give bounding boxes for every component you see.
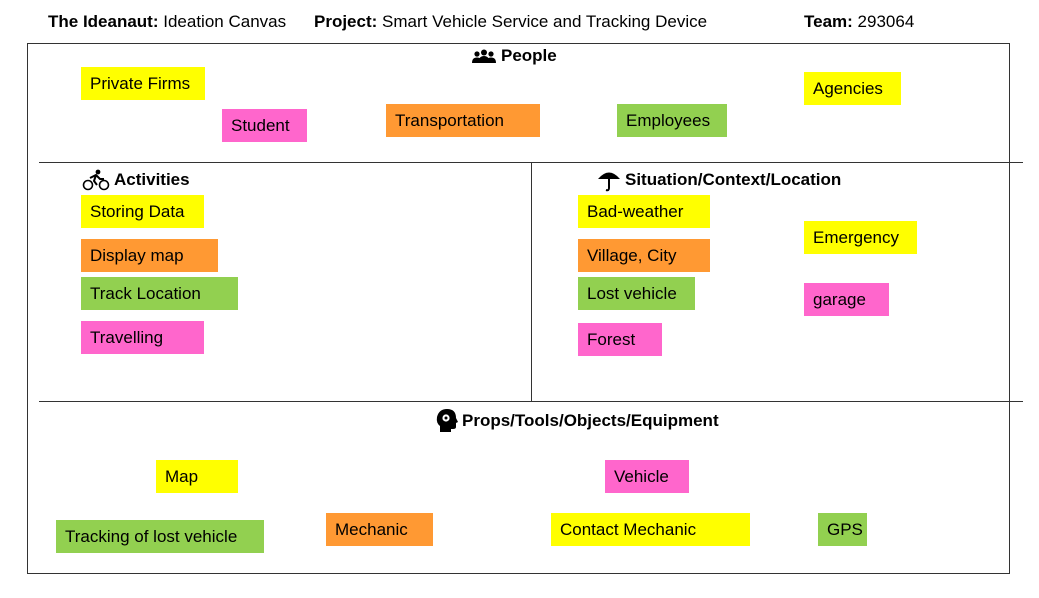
sticky-note[interactable]: GPS bbox=[818, 513, 867, 546]
project-title: Project: Smart Vehicle Service and Track… bbox=[314, 12, 707, 32]
sticky-note[interactable]: Contact Mechanic bbox=[551, 513, 750, 546]
section-activities-title: Activities bbox=[82, 169, 190, 191]
section-people-label: People bbox=[501, 46, 557, 65]
team-value: 293064 bbox=[857, 12, 915, 31]
org-label: The Ideanaut: bbox=[48, 12, 159, 31]
cyclist-icon bbox=[82, 169, 110, 191]
sticky-note[interactable]: Vehicle bbox=[605, 460, 689, 493]
people-icon bbox=[471, 48, 497, 64]
sticky-note[interactable]: Employees bbox=[617, 104, 727, 137]
sticky-note[interactable]: Mechanic bbox=[326, 513, 433, 546]
project-label: Project: bbox=[314, 12, 378, 31]
head-gear-icon bbox=[436, 408, 458, 434]
sticky-note[interactable]: Display map bbox=[81, 239, 218, 272]
sticky-note[interactable]: Transportation bbox=[386, 104, 540, 137]
divider-props bbox=[39, 401, 1023, 402]
sticky-note[interactable]: Forest bbox=[578, 323, 662, 356]
sticky-note[interactable]: Tracking of lost vehicle bbox=[56, 520, 264, 553]
org-value: Ideation Canvas bbox=[163, 12, 287, 31]
section-props-label: Props/Tools/Objects/Equipment bbox=[462, 411, 719, 430]
team-label: Team: bbox=[804, 12, 853, 31]
divider-middle bbox=[531, 162, 532, 401]
section-props-title: Props/Tools/Objects/Equipment bbox=[436, 408, 719, 434]
canvas-frame bbox=[27, 43, 1010, 574]
sticky-note[interactable]: Bad-weather bbox=[578, 195, 710, 228]
sticky-note[interactable]: Village, City bbox=[578, 239, 710, 272]
sticky-note[interactable]: Private Firms bbox=[81, 67, 205, 100]
sticky-note[interactable]: Map bbox=[156, 460, 238, 493]
umbrella-icon bbox=[597, 168, 621, 192]
canvas-title: The Ideanaut: Ideation Canvas bbox=[48, 12, 286, 32]
sticky-note[interactable]: Agencies bbox=[804, 72, 901, 105]
section-activities-label: Activities bbox=[114, 170, 190, 189]
section-situation-title: Situation/Context/Location bbox=[597, 168, 841, 192]
sticky-note[interactable]: Storing Data bbox=[81, 195, 204, 228]
sticky-note[interactable]: Emergency bbox=[804, 221, 917, 254]
sticky-note[interactable]: Travelling bbox=[81, 321, 204, 354]
sticky-note[interactable]: Lost vehicle bbox=[578, 277, 695, 310]
team-id: Team: 293064 bbox=[804, 12, 914, 32]
sticky-note[interactable]: Track Location bbox=[81, 277, 238, 310]
sticky-note[interactable]: garage bbox=[804, 283, 889, 316]
project-value: Smart Vehicle Service and Tracking Devic… bbox=[382, 12, 708, 31]
sticky-note[interactable]: Student bbox=[222, 109, 307, 142]
section-situation-label: Situation/Context/Location bbox=[625, 170, 842, 189]
section-people-title: People bbox=[471, 46, 557, 66]
